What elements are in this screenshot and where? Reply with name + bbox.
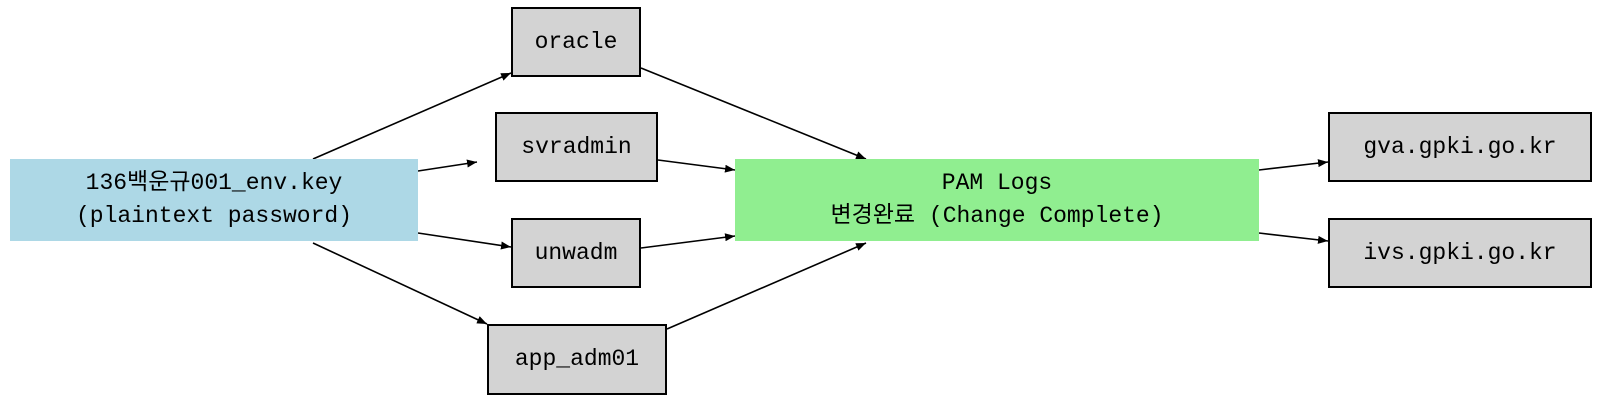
user-label-app-adm01: app_adm01	[514, 346, 640, 372]
edge-app-adm01-to-pam	[666, 242, 867, 330]
host-label-gva: gva.gpki.go.kr	[1363, 133, 1557, 160]
edge-unwadm-to-pam	[640, 233, 736, 249]
user-node-oracle: oracle	[511, 7, 641, 77]
edge-source-to-svradmin	[417, 159, 478, 172]
user-label-unwadm: unwadm	[534, 239, 618, 266]
edge-source-to-oracle	[312, 72, 512, 160]
user-label-oracle: oracle	[534, 28, 618, 55]
edge-source-to-app_adm01	[312, 242, 488, 325]
user-node-unwadm: unwadm	[511, 218, 641, 288]
host-label-ivs: ivs.gpki.go.kr	[1363, 239, 1557, 266]
edge-oracle-to-pam	[640, 67, 867, 160]
source-key-caption: (plaintext password)	[75, 203, 353, 229]
edge-svradmin-to-pam	[657, 159, 736, 173]
pam-logs-title: PAM Logs	[941, 170, 1053, 196]
edge-pam-to-gva	[1258, 159, 1329, 171]
host-node-ivs: ivs.gpki.go.kr	[1328, 218, 1592, 288]
edge-source-to-unwadm	[417, 232, 512, 250]
pam-logs-status: 변경완료 (Change Complete)	[830, 203, 1164, 229]
source-key-filename: 136백운규001_env.key	[85, 170, 343, 196]
pam-logs-node: PAM Logs 변경완료 (Change Complete)	[735, 159, 1259, 241]
user-node-svradmin: svradmin	[495, 112, 658, 182]
source-key-node: 136백운규001_env.key (plaintext password)	[10, 159, 418, 241]
edge-pam-to-ivs	[1258, 232, 1329, 244]
user-node-app-adm01: app_adm01	[487, 324, 667, 395]
user-label-svradmin: svradmin	[521, 133, 632, 160]
host-node-gva: gva.gpki.go.kr	[1328, 112, 1592, 182]
